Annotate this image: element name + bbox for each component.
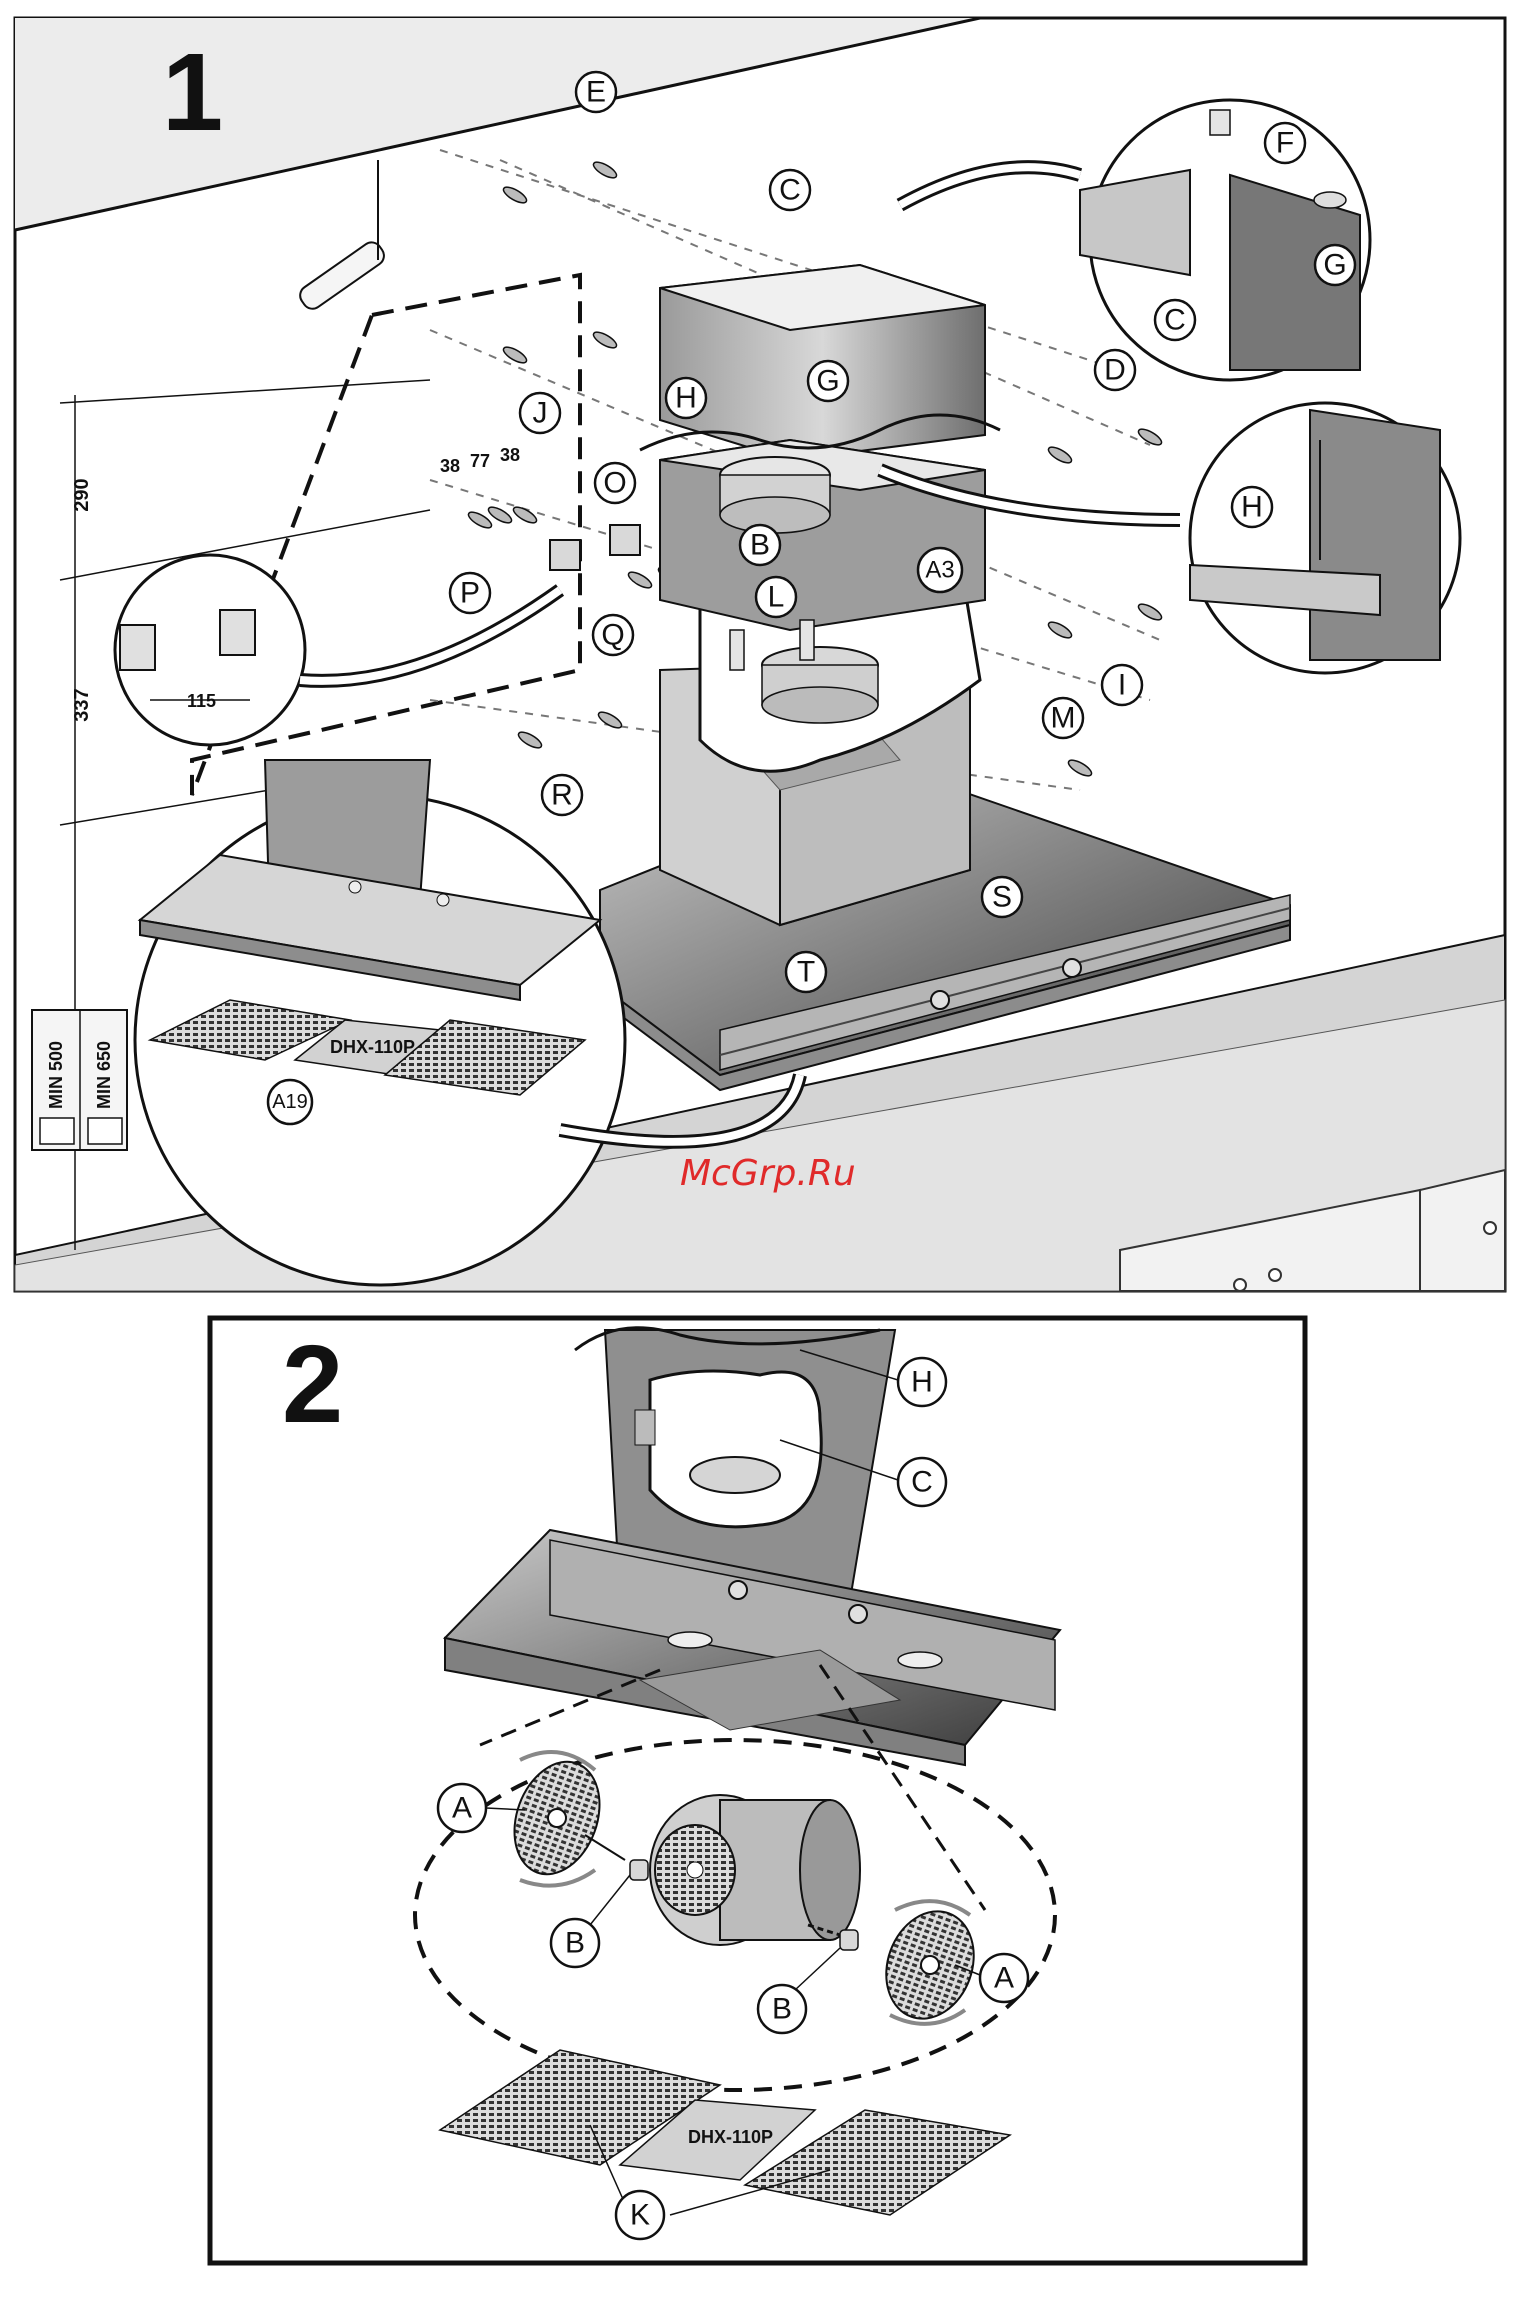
label-o: O [603,467,626,500]
panel-2: 2 [210,1318,1305,2263]
panel-1: 1 290 337 38 77 38 [15,18,1505,1291]
label-h-detail: H [1241,491,1263,524]
watermark: McGrp.Ru [680,1153,856,1194]
label-i: I [1118,669,1126,702]
label-r: R [551,779,573,812]
label-a19: A19 [272,1091,308,1113]
hob-icon-electric [40,1118,74,1144]
adapter-right [840,1930,858,1950]
dimension-115: 115 [187,691,216,711]
dimension-38-a: 38 [440,456,460,476]
label-c: C [779,174,801,207]
dimension-38-b: 38 [500,445,520,465]
label-c-detail: C [1164,304,1186,337]
filter-label-dhx-1: DHX-110P [330,1037,415,1057]
dimension-337: 337 [71,688,93,721]
adapter-left [630,1860,648,1880]
label-h: H [675,382,697,415]
label-f: F [1276,127,1294,160]
p2-label-b-left: B [565,1927,585,1960]
min-650-label: MIN 650 [94,1041,114,1109]
label-m: M [1051,702,1076,735]
p2-label-c: C [911,1466,933,1499]
label-p: P [460,577,480,610]
label-t: T [797,956,815,989]
label-a3: A3 [925,557,954,584]
min-clearance-box: MIN 500 MIN 650 [32,1010,127,1150]
hob-icon-gas [88,1118,122,1144]
p2-label-b-right: B [772,1993,792,2026]
dimension-290: 290 [71,478,93,511]
label-b: B [750,529,770,562]
p2-label-h: H [911,1366,933,1399]
p2-label-a-right: A [994,1962,1014,1995]
label-g: G [816,365,839,398]
p2-label-k: K [630,2199,650,2232]
dimension-77: 77 [470,451,490,471]
label-j: J [533,397,548,430]
min-500-label: MIN 500 [46,1041,66,1109]
step-number-2: 2 [282,1323,343,1446]
label-q: Q [601,619,624,652]
label-s: S [992,881,1012,914]
label-l: L [768,581,785,614]
step-number-1: 1 [162,31,223,154]
p2-label-a-left: A [452,1792,472,1825]
label-e: E [586,76,606,109]
label-g-detail: G [1323,249,1346,282]
filter-label-dhx-2: DHX-110P [688,2127,773,2147]
label-d: D [1104,354,1126,387]
